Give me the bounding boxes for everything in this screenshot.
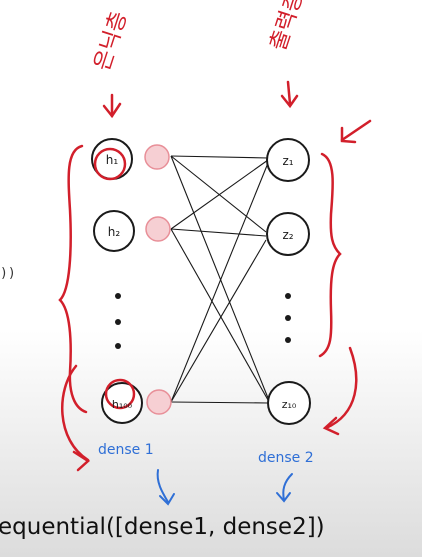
output-layer-label: 출력층 <box>266 0 309 54</box>
ellipsis-dots-right <box>285 293 291 343</box>
curved-arrow-icon <box>61 364 91 472</box>
output-node-label: z₂ <box>282 228 293 242</box>
activation-circles <box>144 144 172 415</box>
hidden-node: h₂ <box>93 210 135 252</box>
output-node-label: z₁₀ <box>282 398 297 411</box>
output-node: z₂ <box>266 212 310 256</box>
highlight-circle <box>104 378 136 410</box>
hidden-layer-label: 은닉층 <box>90 8 133 73</box>
down-arrow-icon <box>280 80 299 109</box>
output-node: z₁ <box>266 138 310 182</box>
dense2-label: dense 2 <box>258 450 314 466</box>
connection-lines <box>170 155 269 404</box>
hidden-node: h₁₀₀ <box>101 378 143 424</box>
right-brace <box>318 152 342 358</box>
diagonal-arrow-icon <box>340 119 372 144</box>
down-arrow-icon <box>102 93 122 119</box>
hidden-node-label: h₁₀₀ <box>112 398 133 411</box>
highlight-circle <box>93 147 127 181</box>
hidden-node-label: h₁ <box>106 153 119 167</box>
output-node: z₁₀ <box>267 381 311 425</box>
blue-down-arrow-icon <box>156 469 175 506</box>
output-node-label: z₁ <box>282 154 293 168</box>
dense1-label: dense 1 <box>98 442 154 458</box>
code-fragment-left: )) <box>0 266 16 281</box>
sequential-code: equential([dense1, dense2]) <box>0 514 325 540</box>
hidden-node: h₁ <box>91 138 133 181</box>
ellipsis-dots-left <box>115 293 121 349</box>
hidden-node-label: h₂ <box>108 225 121 239</box>
curved-arrow-icon <box>322 346 358 436</box>
blue-down-arrow-icon <box>276 473 293 503</box>
left-brace <box>58 144 88 414</box>
